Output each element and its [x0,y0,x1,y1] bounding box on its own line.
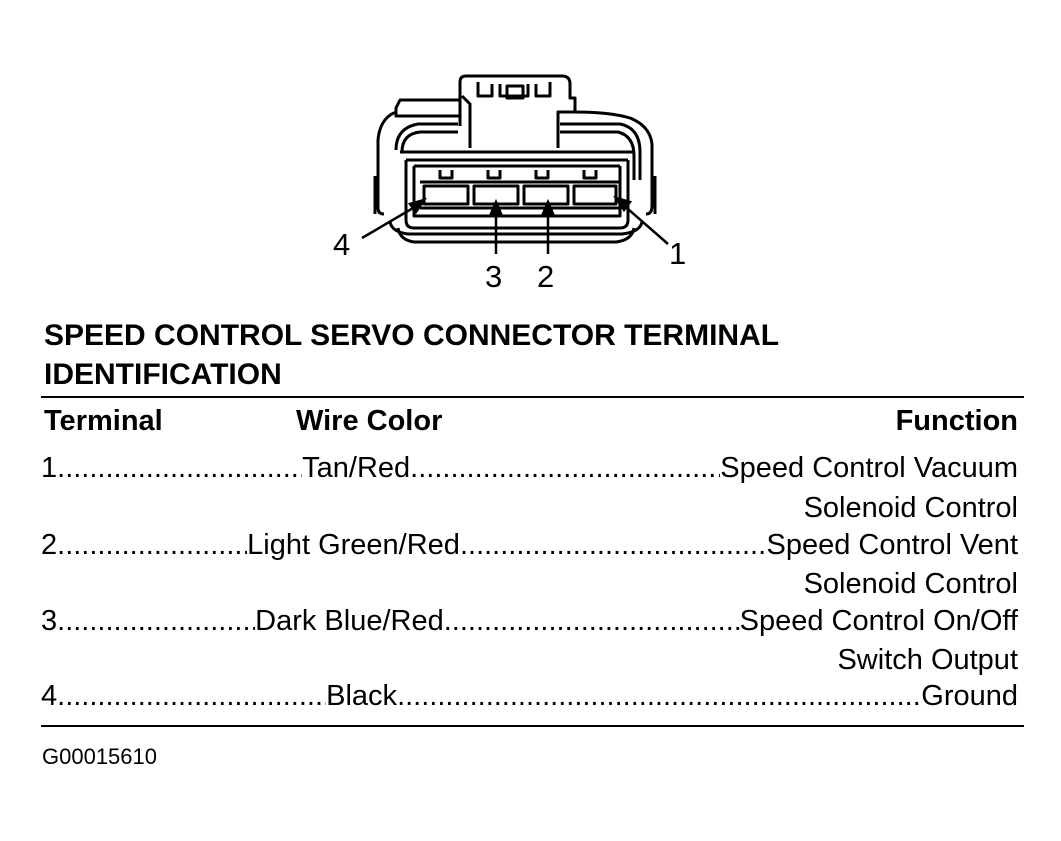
terminal-cell: 1 [41,452,58,484]
function-cell: Ground [921,680,1018,712]
callout-4: 4 [333,227,351,262]
wire-color-cell: Tan/Red [302,452,411,484]
leader-dots [397,680,921,713]
wire-color-cell: Light Green/Red [247,529,460,561]
wire-color-cell: Black [326,680,398,712]
terminal-cavity-1 [572,184,618,206]
terminal-cell: 4 [41,680,58,712]
bottom-rule [41,725,1024,727]
leader-dots [57,605,255,638]
table-row: 2 Light Green/Red Speed Control Vent [41,529,1018,567]
terminal-cell: 3 [41,605,58,637]
connector-diagram [361,74,669,254]
terminal-cell: 2 [41,529,58,561]
leader-dots [410,452,720,485]
callout-2: 2 [537,259,555,294]
figure-id: G00015610 [42,744,157,769]
top-rule [41,396,1024,398]
header-wire-color: Wire Color [296,405,443,437]
connector-latch [458,74,577,148]
header-function: Function [895,405,1018,437]
table-row: 3 Dark Blue/Red Speed Control On/Off [41,605,1018,643]
header-terminal: Terminal [44,405,163,437]
terminal-cavity-2 [522,184,570,206]
table-header: Terminal Wire Color Function [44,405,1018,441]
table-title: SPEED CONTROL SERVO CONNECTOR TERMINAL I… [44,319,779,391]
leader-dots [444,605,740,638]
leader-4 [361,202,421,240]
function-continuation: Solenoid Control [803,568,1018,600]
callout-1: 1 [669,236,687,271]
function-continuation: Solenoid Control [803,492,1018,524]
terminal-cavity-4 [422,184,470,206]
callout-3: 3 [485,259,503,294]
function-cell: Speed Control On/Off [739,605,1018,637]
table-row: 1 Tan/Red Speed Control Vacuum [41,452,1018,490]
connector-housing [376,110,397,216]
function-cell: Speed Control Vent [766,529,1018,561]
leader-dots [57,452,302,485]
table-row: 4 Black Ground [41,680,1018,718]
leader-dots [460,529,767,562]
leader-dots [57,529,247,562]
wire-color-cell: Dark Blue/Red [255,605,444,637]
leader-1 [619,201,669,245]
function-continuation: Switch Output [837,644,1018,676]
function-cell: Speed Control Vacuum [720,452,1018,484]
leader-dots [57,680,326,713]
